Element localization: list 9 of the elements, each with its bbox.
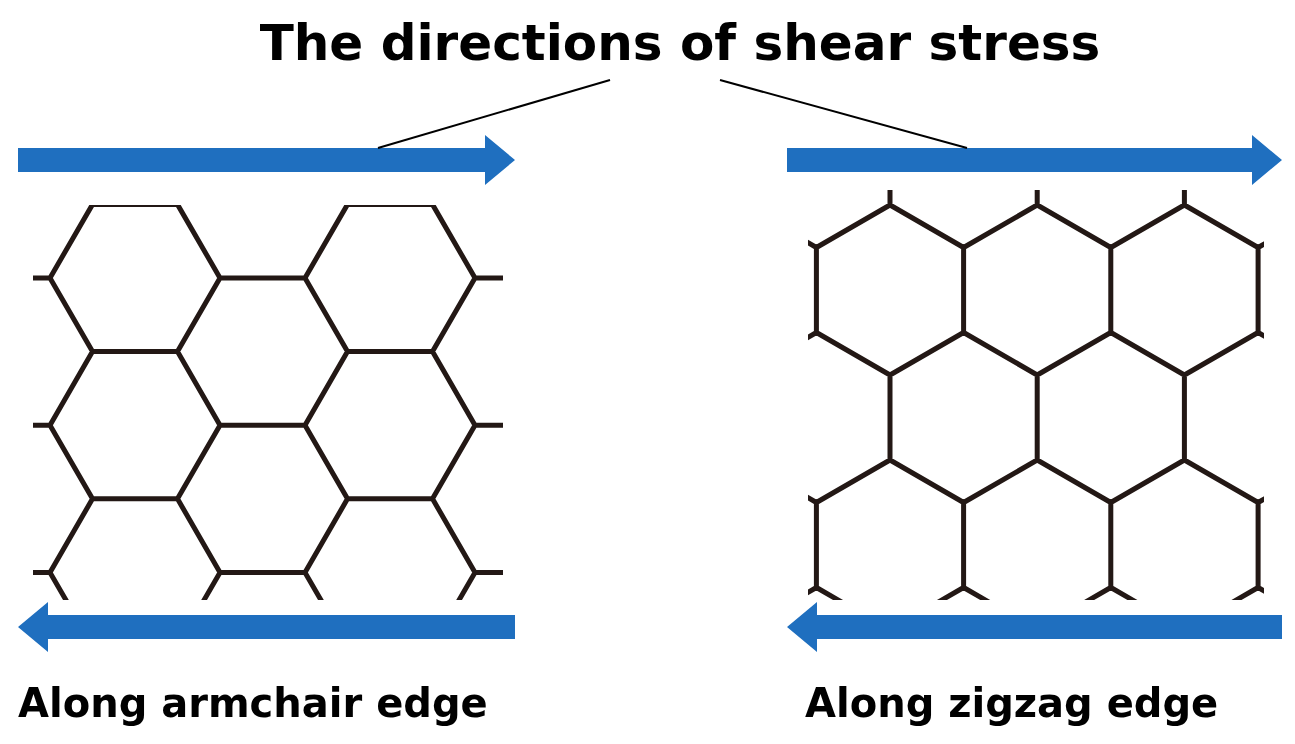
title-text: The directions of shear stress: [240, 8, 1120, 78]
caption-label: Along zigzag edge: [805, 680, 1219, 726]
shear-arrow: [18, 134, 515, 186]
leader-line: [377, 79, 611, 149]
leader-line: [719, 79, 968, 149]
shear-arrow: [787, 601, 1282, 653]
shear-arrow: [18, 601, 515, 653]
shear-arrow: [787, 134, 1282, 186]
caption-label: Along armchair edge: [18, 680, 488, 726]
